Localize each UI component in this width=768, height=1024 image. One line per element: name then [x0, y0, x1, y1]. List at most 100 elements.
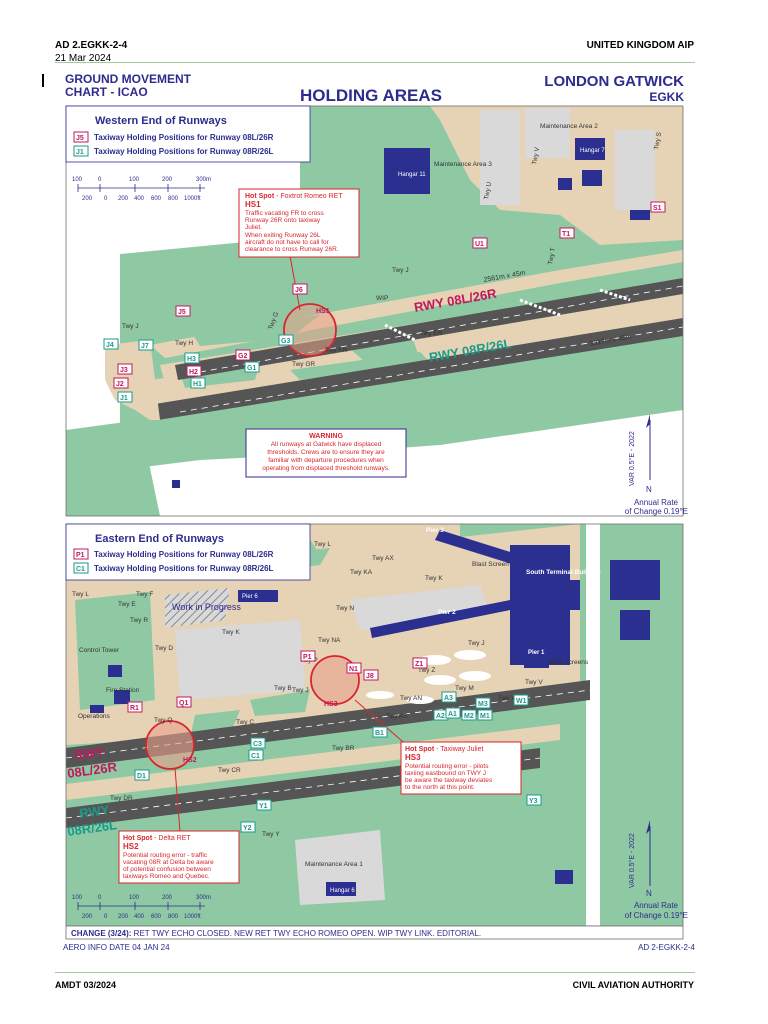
marker-r1: R1: [130, 705, 139, 712]
pier-2: [370, 600, 510, 638]
svg-text:When exiting Runway 26L: When exiting Runway 26L: [245, 232, 321, 239]
twy-label-r: Twy R: [130, 617, 148, 624]
svg-text:All runways at Gatwick have di: All runways at Gatwick have displaced: [271, 441, 382, 448]
marker-y1: Y1: [259, 803, 268, 810]
svg-text:be aware the taxiway deviates: be aware the taxiway deviates: [405, 777, 493, 784]
west-scale-ft-3: 400: [134, 196, 145, 202]
svg-text:Juliet.: Juliet.: [245, 224, 262, 231]
marker-b1: B1: [375, 730, 384, 737]
marker-q1: Q1: [179, 700, 188, 707]
text-cursor: [42, 74, 44, 87]
marker-c3: C3: [253, 741, 262, 748]
marker-m2: M2: [464, 713, 474, 720]
east-legend-text-1: Taxiway Holding Positions for Runway 08L…: [94, 550, 274, 559]
svg-text:Hot Spot - Delta RET: Hot Spot - Delta RET: [123, 835, 191, 842]
west-legend: Western End of Runways J5 Taxiway Holdin…: [65, 105, 311, 163]
twy-label-t: Twy T: [547, 247, 557, 265]
twy-label-c: Twy C: [236, 719, 254, 726]
marker-n1: N1: [349, 666, 358, 673]
label-operations: Operations: [78, 713, 111, 720]
west-scale-m-1: 0: [98, 177, 102, 183]
marker-a2: A2: [436, 713, 445, 720]
east-legend: Eastern End of Runways P1 Taxiway Holdin…: [65, 523, 311, 581]
twy-label-ka: Twy KA: [350, 569, 373, 576]
svg-text:vacating 08R at Delta be aware: vacating 08R at Delta be aware: [123, 859, 214, 866]
svg-text:Potential routing error - traf: Potential routing error - traffic: [123, 852, 208, 859]
west-legend-text-1: Taxiway Holding Positions for Runway 08L…: [94, 133, 274, 142]
twy-label-m: Twy M: [455, 685, 474, 692]
east-scale-ft-6: 1000ft: [184, 914, 201, 920]
east-scale-m-3: 200: [162, 895, 173, 901]
hs1-id: HS1: [245, 200, 261, 209]
marker-hs1: HS1: [316, 308, 330, 315]
chart-type-line2: CHART - ICAO: [65, 85, 148, 99]
east-scale-ft-2: 200: [118, 914, 129, 920]
hotspot-hs2-circle: [145, 720, 195, 770]
runway-08r-26l-west: [155, 318, 683, 420]
marker-j7: J7: [141, 343, 149, 350]
marker-j6: J6: [295, 287, 303, 294]
twy-label-er: Twy ER: [420, 330, 443, 337]
svg-text:Hot Spot - Taxiway Juliet: Hot Spot - Taxiway Juliet: [405, 746, 484, 753]
west-rate-1: Annual Rate: [634, 498, 679, 507]
twy-label-j: Twy J: [122, 323, 139, 330]
svg-text:Traffic vacating FR to cross: Traffic vacating FR to cross: [245, 210, 324, 217]
marker-g2: G2: [238, 353, 247, 360]
marker-p1: P1: [303, 654, 312, 661]
label-south-terminal: South Terminal Building: [526, 569, 601, 576]
east-runway-south-1: RWY: [78, 802, 110, 821]
east-scale-m-2: 100: [129, 895, 140, 901]
label-hangar-7: Hangar 7: [580, 148, 605, 154]
airport-icao: EGKK: [649, 90, 684, 104]
label-hangar-6: Hangar 6: [330, 888, 355, 894]
marker-j1: J1: [120, 395, 128, 402]
west-scale-ft-6: 1000ft: [184, 196, 201, 202]
twy-label-l-east: Twy L: [314, 541, 331, 548]
amendment: AMDT 03/2024: [55, 980, 117, 990]
west-panel-map: RWY 08L/26R RWY 08R/26L 2561m x 45m 3317…: [66, 106, 683, 516]
east-legend-text-2: Taxiway Holding Positions for Runway 08R…: [94, 564, 274, 573]
aero-info-date: AERO INFO DATE 04 JAN 24: [63, 943, 170, 952]
label-blast-screens: Blast Screens: [548, 659, 589, 666]
label-pier-2: Pier 2: [438, 609, 456, 616]
twy-label-as: Twy AS: [386, 713, 408, 720]
chart-title: HOLDING AREAS: [300, 86, 442, 105]
west-scale-m-2: 100: [129, 177, 140, 183]
twy-label-v: Twy V: [525, 679, 543, 686]
marker-h1: H1: [193, 381, 202, 388]
east-runway-north-1: RWY: [73, 744, 105, 763]
svg-text:clearance to cross Runway 26R.: clearance to cross Runway 26R.: [245, 246, 339, 253]
warning-title: WARNING: [309, 433, 343, 440]
west-scale-ft-2: 200: [118, 196, 129, 202]
twy-label-cr: Twy CR: [218, 767, 241, 774]
west-rate-2: of Change 0.19°E: [625, 507, 688, 516]
twy-label-gr: Twy GR: [292, 361, 315, 368]
marker-g1: G1: [247, 365, 256, 372]
twy-label-b: Twy B: [274, 685, 292, 692]
twy-label-n: Twy N: [336, 605, 354, 612]
east-scale-bar: 100 0 100 200 300m 200 0 200 400 600 800…: [72, 895, 211, 920]
twy-label-dr: Twy DR: [110, 795, 133, 802]
east-var: VAR 0.5°E - 2022: [628, 833, 636, 888]
marker-a3: A3: [444, 695, 453, 702]
chart-type-line1: GROUND MOVEMENT: [65, 72, 191, 86]
label-blast-screen: Blast Screen: [472, 561, 509, 568]
twy-label-u: Twy U: [483, 181, 493, 200]
east-north-label: N: [646, 889, 652, 898]
marker-j5: J5: [178, 309, 186, 316]
label-control-tower: Control Tower: [79, 647, 120, 654]
label-pier-3: Pier 3: [426, 527, 444, 534]
east-scale-ft-1: 0: [104, 914, 108, 920]
twy-label-na: Twy NA: [318, 637, 341, 644]
west-scale-ft-1: 0: [104, 196, 108, 202]
west-legend-text-2: Taxiway Holding Positions for Runway 08R…: [94, 147, 274, 156]
east-scale-ft-5: 800: [168, 914, 179, 920]
label-fire-station: Fire Station: [106, 687, 140, 694]
west-scale-m-4: 300m: [196, 177, 211, 183]
east-rate-2: of Change 0.19°E: [625, 911, 688, 920]
svg-text:taxiing eastbound on TWY J: taxiing eastbound on TWY J: [405, 770, 486, 777]
hotspot-hs1-note: Hot Spot - Foxtrot Romeo RET HS1 Traffic…: [238, 188, 360, 258]
marker-g3: G3: [281, 338, 290, 345]
publication-name: UNITED KINGDOM AIP: [586, 40, 694, 51]
